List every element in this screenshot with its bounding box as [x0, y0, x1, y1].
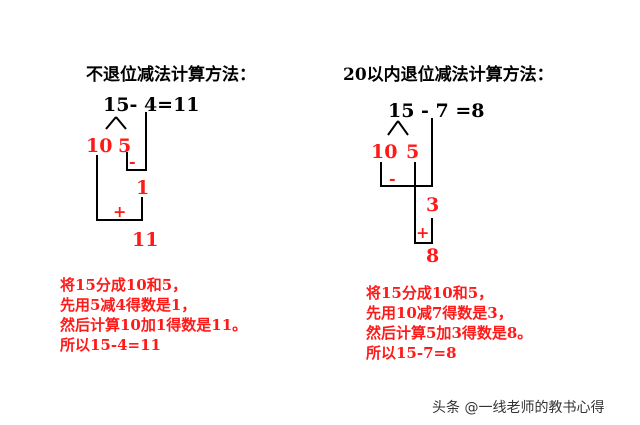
left-diff-result: 1 [136, 177, 150, 199]
left-explanation-line-2: 先用5减4得数是1， [60, 296, 197, 314]
left-explanation-line-3: 然后计算10加1得数是11。 [60, 316, 248, 334]
right-explanation-line-1: 将15分成10和5， [366, 284, 494, 302]
right-split-ones: 5 [406, 141, 420, 163]
right-explanation-line-3: 然后计算5加3得数是8。 [366, 324, 533, 342]
right-plus-sign: + [416, 223, 430, 242]
right-split-tens: 10 [371, 141, 398, 163]
left-split-tens: 10 [86, 135, 113, 157]
right-heading: 20以内退位减法计算方法： [343, 65, 554, 85]
right-final-result: 8 [426, 245, 440, 267]
right-explanation-line-2: 先用10减7得数是3， [366, 304, 513, 322]
left-explanation-line-1: 将15分成10和5， [60, 276, 188, 294]
right-diff-result: 3 [426, 194, 440, 216]
left-equation: 15- 4=11 [103, 94, 200, 116]
right-minus-sign: - [389, 169, 396, 188]
left-explanation: 将15分成10和5， 先用5减4得数是1， 然后计算10加1得数是11。 所以1… [60, 275, 247, 355]
left-final-result: 11 [132, 229, 159, 251]
left-explanation-line-4: 所以15-4=11 [60, 336, 161, 354]
left-minus-sign: - [129, 152, 136, 171]
right-explanation: 将15分成10和5， 先用10减7得数是3， 然后计算5加3得数是8。 所以15… [366, 283, 532, 363]
right-explanation-line-4: 所以15-7=8 [366, 344, 457, 362]
left-heading: 不退位减法计算方法： [86, 65, 256, 85]
left-split-ones: 5 [118, 135, 132, 157]
left-plus-sign: + [113, 202, 127, 221]
watermark: 头条 @一线老师的教书心得 [432, 400, 605, 416]
right-equation: 15 - 7 =8 [388, 100, 485, 122]
